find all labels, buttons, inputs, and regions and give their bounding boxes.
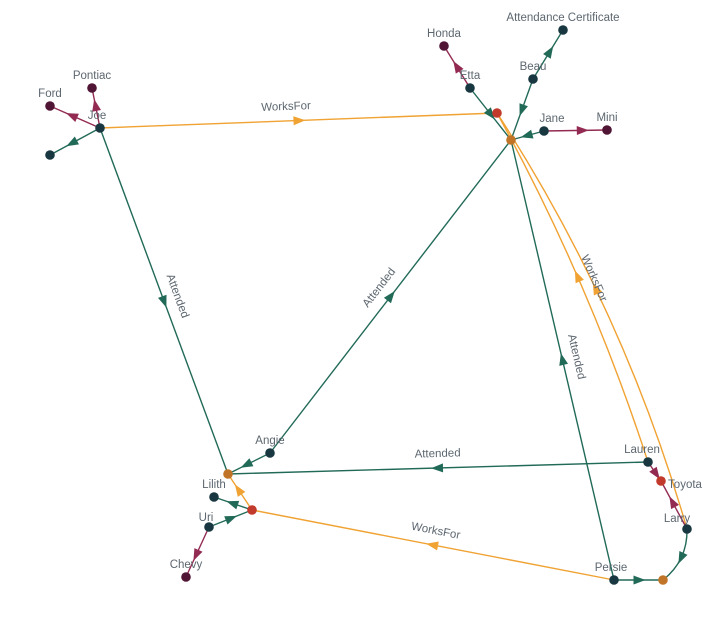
arrowhead-joe-lilevent: [158, 294, 167, 308]
arrowhead-jane-mini: [576, 126, 589, 135]
arrowhead-persie-hubevent: [559, 353, 568, 366]
node-lilith[interactable]: [209, 492, 219, 502]
arrowhead-uri-lilcompany: [224, 515, 237, 525]
node-persie[interactable]: [609, 575, 619, 585]
node-label-ford: Ford: [38, 88, 62, 100]
node-lil_company[interactable]: [247, 505, 257, 515]
arrowhead-larry-brevent: [678, 551, 688, 564]
arrowhead-joe-ford: [66, 113, 79, 122]
arrowhead-lilcompany-lilith: [226, 500, 240, 510]
node-lil_event[interactable]: [223, 469, 233, 479]
arrowhead-persie-brevent: [633, 575, 646, 585]
node-label-joe: Joe: [88, 110, 107, 122]
edge-jane-mini[interactable]: [543, 129, 608, 132]
arrowhead-joe-hubred: [293, 116, 306, 126]
node-label-uri: Uri: [199, 512, 214, 524]
node-hub_red[interactable]: [492, 108, 502, 118]
arrowhead-lauren-lilevent: [431, 463, 444, 473]
node-label-larry: Larry: [664, 513, 690, 525]
arrowhead-larry-hubred: [592, 282, 603, 296]
node-larry[interactable]: [682, 524, 692, 534]
node-uri[interactable]: [204, 522, 214, 532]
node-label-angie: Angie: [255, 435, 284, 447]
edge-label-lauren-hubred: WorksFor: [578, 253, 609, 303]
node-label-cert: Attendance Certificate: [506, 12, 619, 24]
node-label-pontiac: Pontiac: [73, 70, 112, 82]
node-mini[interactable]: [602, 125, 612, 135]
node-label-lilith: Lilith: [202, 479, 226, 491]
arrowhead-angie-hubevent: [383, 291, 395, 304]
arrowhead-beau-cert: [543, 46, 554, 59]
edge-label-joe-hubred: WorksFor: [261, 100, 311, 114]
arrowhead-larry-toyota: [669, 496, 679, 510]
node-ford[interactable]: [45, 101, 55, 111]
edge-label-lauren-lilevent: Attended: [414, 447, 460, 460]
edge-label-persie-lilcompany: WorksFor: [410, 521, 461, 542]
edge-lauren-hubred[interactable]: [496, 112, 649, 463]
node-etta[interactable]: [465, 83, 475, 93]
node-angie[interactable]: [265, 448, 275, 458]
arrowhead-jane-hubevent: [520, 129, 534, 139]
node-label-mini: Mini: [596, 112, 617, 124]
arrowhead-beau-hubevent: [519, 103, 528, 117]
node-joe[interactable]: [95, 123, 105, 133]
arrowhead-lilcompany-lilevent: [234, 484, 246, 497]
node-label-persie: Persie: [595, 562, 628, 574]
edge-label-angie-hubevent: Attended: [361, 266, 399, 310]
arrowhead-lauren-toyota: [649, 466, 660, 480]
node-pontiac[interactable]: [87, 83, 97, 93]
node-chevy[interactable]: [181, 572, 191, 582]
node-beau[interactable]: [528, 74, 538, 84]
edge-label-joe-lilevent: Attended: [163, 272, 190, 319]
node-label-jane: Jane: [540, 113, 565, 125]
node-label-honda: Honda: [427, 28, 461, 40]
node-label-etta: Etta: [460, 70, 481, 82]
node-jane[interactable]: [539, 126, 549, 136]
edge-label-persie-hubevent: Attended: [565, 333, 587, 381]
nodes-layer: [45, 25, 692, 585]
arrowhead-lauren-hubred: [574, 270, 584, 284]
node-cert[interactable]: [558, 25, 568, 35]
node-br_event[interactable]: [658, 575, 668, 585]
arrowhead-persie-lilcompany: [426, 541, 439, 551]
node-label-toyota: Toyota: [668, 479, 702, 491]
arrowhead-etta-honda: [453, 61, 464, 74]
node-honda[interactable]: [439, 41, 449, 51]
arrowhead-uri-chevy: [193, 548, 203, 561]
arrowhead-etta-hubevent: [483, 107, 495, 120]
node-label-lauren: Lauren: [624, 444, 660, 456]
node-toyota[interactable]: [656, 476, 666, 486]
arrowhead-angie-lilevent: [240, 458, 254, 468]
node-hub_event[interactable]: [506, 135, 516, 145]
node-label-chevy: Chevy: [170, 559, 203, 571]
node-n1[interactable]: [45, 150, 55, 160]
node-label-beau: Beau: [520, 61, 547, 73]
arrowhead-joe-pontiac: [92, 99, 101, 112]
arrowhead-joe-n1: [66, 136, 79, 147]
edge-larry-hubred[interactable]: [496, 112, 688, 530]
node-lauren[interactable]: [643, 457, 653, 467]
